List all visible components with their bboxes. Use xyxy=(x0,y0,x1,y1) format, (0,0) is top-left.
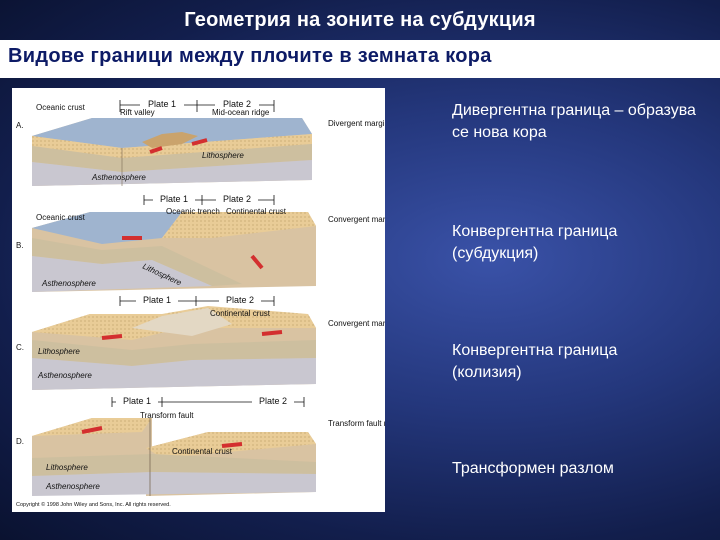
panel-c-margin-label: Convergent margin (collision) xyxy=(328,319,385,328)
panel-d-fault-label: Transform fault xyxy=(140,411,194,420)
panel-a-plate1-bg xyxy=(140,98,184,109)
panel-d-lithosphere xyxy=(32,454,316,476)
panel-a-plate1-label: Plate 1 xyxy=(148,99,176,109)
panel-d-margin-label: Transform fault margin xyxy=(328,419,385,428)
panel-b-plate2-bg xyxy=(216,193,258,204)
panel-b-oceanic-crust-label: Oceanic crust xyxy=(36,213,86,222)
panel-d-arrow-1 xyxy=(81,426,103,434)
slide-title: Геометрия на зоните на субдукция xyxy=(184,9,536,31)
panel-c-plate2-label: Plate 2 xyxy=(226,295,254,305)
plate-boundaries-diagram: Plate 1 Plate 2 A. Oceanic crust Rift va… xyxy=(16,98,385,508)
panel-c-arrow-1 xyxy=(101,334,123,340)
panel-a-plate2-label: Plate 2 xyxy=(223,99,251,109)
panel-c-asthenosphere-label: Asthenosphere xyxy=(37,371,92,380)
panel-a-arrow-left xyxy=(149,146,163,154)
transform-label: Трансформен разлом xyxy=(452,460,614,477)
panel-b-trench-label: Oceanic trench xyxy=(166,207,220,216)
panel-a-lithosphere-label: Lithosphere xyxy=(202,151,244,160)
panel-d-arrow-2 xyxy=(221,442,243,448)
panel-b-asthenosphere xyxy=(32,256,212,292)
panel-a-asthenosphere-label: Asthenosphere xyxy=(91,173,146,182)
panel-a-lithosphere xyxy=(32,144,312,172)
panel-a-plate2-bg xyxy=(215,98,259,109)
panel-c-plate1-label: Plate 1 xyxy=(143,295,171,305)
panel-b-margin-label: Convergent margin (subduction) xyxy=(328,215,385,224)
panel-a-margin-label: Divergent margin xyxy=(328,119,385,128)
panel-a-rift-valley-label: Rift valley xyxy=(120,108,155,117)
panel-d-asthenosphere-label: Asthenosphere xyxy=(45,482,100,491)
panel-c-lithosphere xyxy=(32,340,316,366)
panel-b-arrow-2 xyxy=(250,254,264,270)
panel-a-crust xyxy=(32,134,312,158)
panel-b-plate1-label: Plate 1 xyxy=(160,194,188,204)
panel-c-lithosphere-label: Lithosphere xyxy=(38,347,80,356)
panel-c-asthenosphere xyxy=(32,358,316,390)
plate-boundaries-figure: Plate 1 Plate 2 A. Oceanic crust Rift va… xyxy=(12,88,385,512)
copyright-note: Copyright © 1998 John Wiley and Sons, In… xyxy=(16,501,171,508)
panel-c-letter: C. xyxy=(16,343,24,352)
divergent-label: Дивергентна граница – образува се нова к… xyxy=(452,102,696,141)
panel-c: Plate 1 Plate 2 C. Continental crust Con… xyxy=(16,294,385,390)
panel-d-asthenosphere xyxy=(32,472,316,496)
collision-label: Конвергентна граница (колизия) xyxy=(452,342,618,381)
panel-b-continental-crust-label: Continental crust xyxy=(226,207,287,216)
panel-d-lithosphere-label: Lithosphere xyxy=(46,463,88,472)
subtitle-bar xyxy=(0,40,720,78)
panel-a-arrow-right xyxy=(191,138,208,146)
panel-d-plate1-bg xyxy=(116,395,158,406)
panel-c-mountains xyxy=(132,308,232,336)
slide-subtitle: Видове граници между плочите в земната к… xyxy=(8,45,492,67)
panel-a-letter: A. xyxy=(16,121,24,130)
panel-c-arrow-2 xyxy=(261,330,283,336)
panel-d: Plate 1 Plate 2 D. Transform fault Trans… xyxy=(16,395,385,496)
panel-d-crust-left xyxy=(32,418,152,436)
panel-a-ridge xyxy=(142,132,198,148)
panel-d-plate2-bg xyxy=(252,395,294,406)
panel-c-crust-left xyxy=(32,314,182,340)
panel-b-continent xyxy=(162,212,316,238)
panel-b-plate1-bg xyxy=(153,193,195,204)
panel-b: Plate 1 Plate 2 B. Oceanic crust Oceanic… xyxy=(16,193,385,292)
panel-a-oceanic-crust-label: Oceanic crust xyxy=(36,103,86,112)
panel-a-asthenosphere xyxy=(32,160,312,186)
panel-b-asthenosphere-label: Asthenosphere xyxy=(41,279,96,288)
panel-d-letter: D. xyxy=(16,437,24,446)
panel-d-continental-crust-label: Continental crust xyxy=(172,447,233,456)
panel-b-ocean xyxy=(32,212,182,244)
subduction-label: Конвергентна граница (субдукция) xyxy=(452,223,618,262)
panel-d-plate1-label: Plate 1 xyxy=(123,396,151,406)
panel-d-plate2-label: Plate 2 xyxy=(259,396,287,406)
panel-c-continental-crust-label: Continental crust xyxy=(210,309,271,318)
panel-a: Plate 1 Plate 2 A. Oceanic crust Rift va… xyxy=(16,98,385,186)
panel-b-letter: B. xyxy=(16,241,24,250)
panel-b-plate2-label: Plate 2 xyxy=(223,194,251,204)
panel-a-mid-ocean-ridge-label: Mid-ocean ridge xyxy=(212,108,270,117)
panel-c-plate1-bg xyxy=(136,294,178,305)
panel-c-plate2-bg xyxy=(219,294,261,305)
panel-b-slab xyxy=(32,238,242,286)
